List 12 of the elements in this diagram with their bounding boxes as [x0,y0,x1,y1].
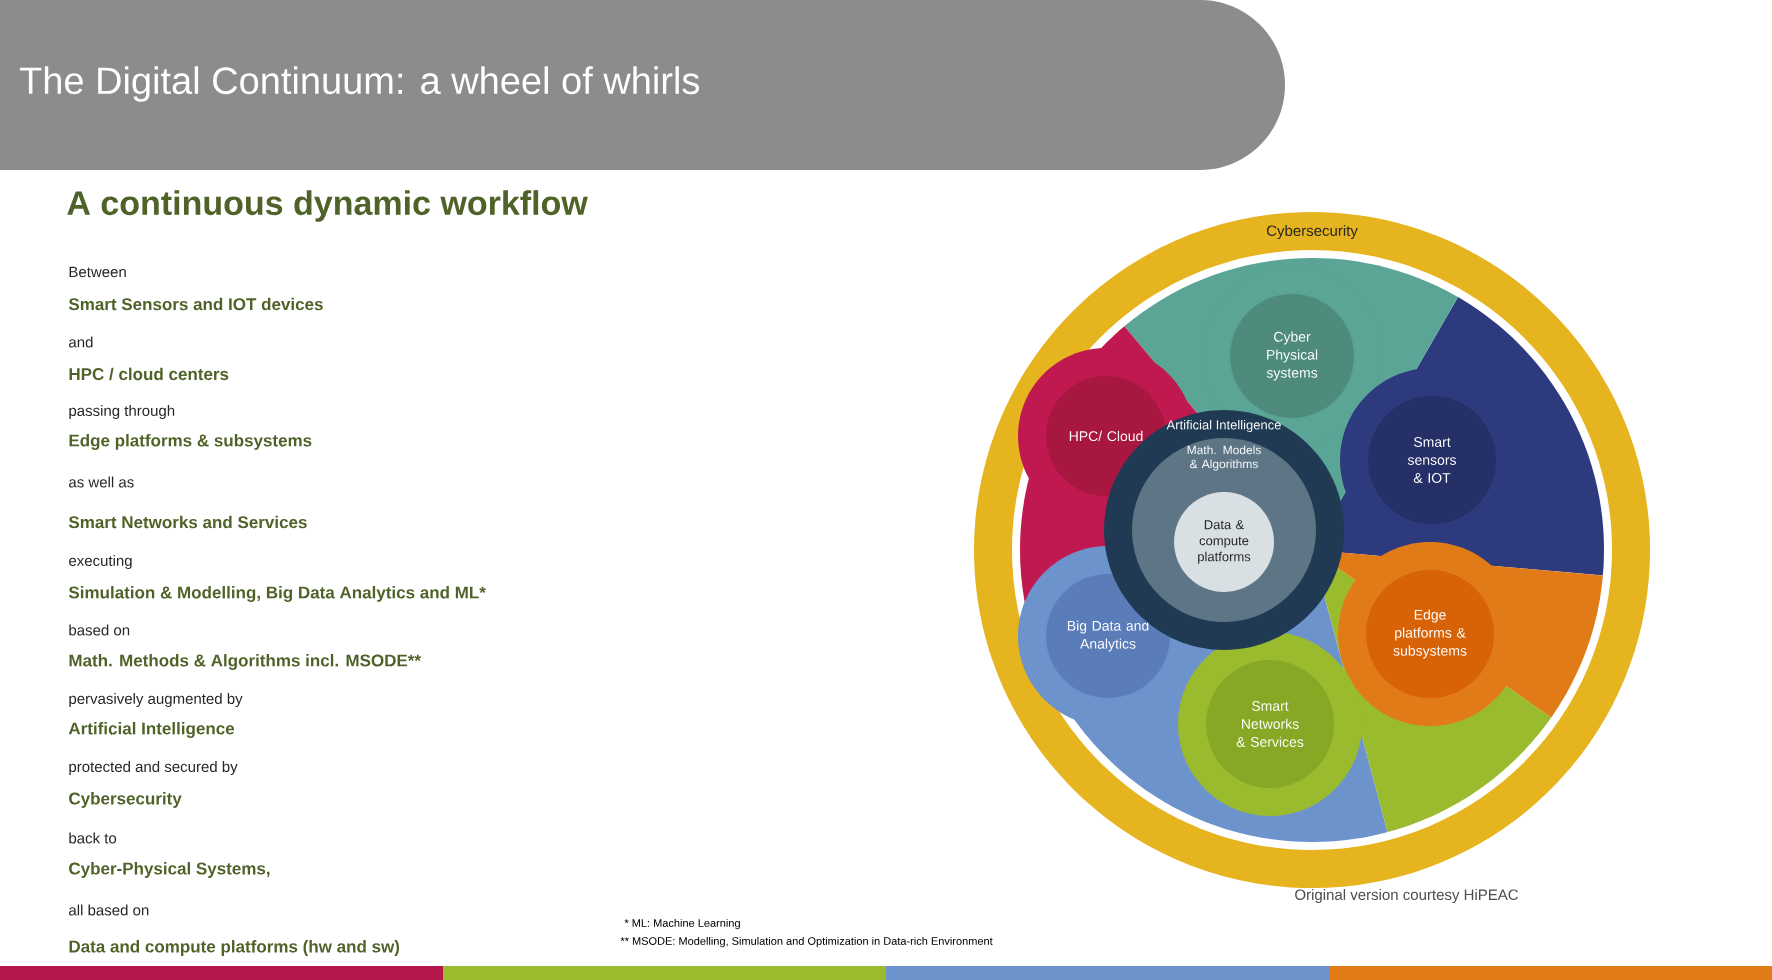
highlight-text: Smart Sensors and IOT devices [68,297,323,311]
highlight-text: Math. Methods & Algorithms incl. MSODE** [69,654,421,670]
heading: A continuous dynamic workflow [67,190,588,222]
highlight-text: Cyber-Physical Systems, [69,862,270,878]
highlight-text: Data and compute platforms (hw and sw) [69,940,400,956]
highlight-text: Cybersecurity [69,792,182,808]
title-bar: The Digital Continuum: a wheel of whirls [0,0,1285,170]
highlight-text: Smart Networks and Services [68,515,307,529]
highlight-text: Edge platforms & subsystems [69,434,312,450]
highlight-text: Simulation & Modelling, Big Data Analytics and ML* [68,586,486,602]
highlight-text: HPC / cloud centers [69,367,229,381]
highlight-text: Artificial Intelligence [68,722,235,738]
